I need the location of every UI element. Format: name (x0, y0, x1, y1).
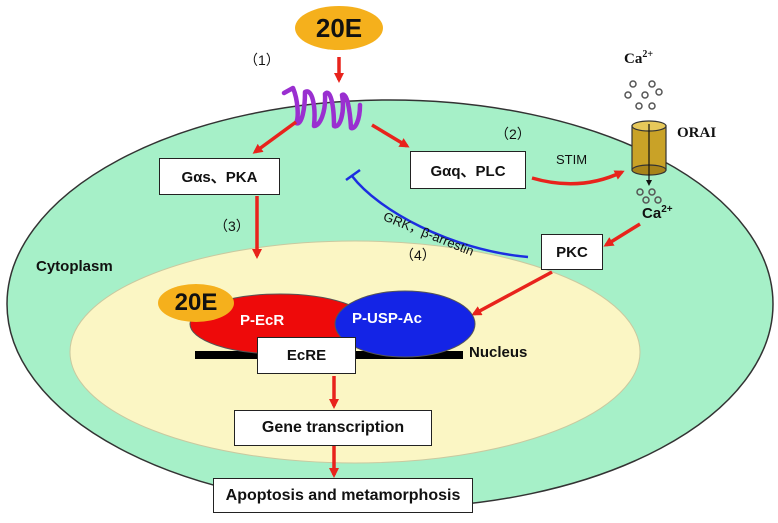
p-ecr-label: P-EcR (240, 312, 285, 329)
ca-ext-base: Ca (624, 51, 643, 67)
step-3-label: （3） (214, 218, 250, 234)
stim-label: STIM (556, 152, 588, 167)
arrow-ca-to-pkc (603, 222, 641, 247)
ca-int-charge: 2+ (661, 204, 673, 215)
orai-label: ORAI (677, 125, 717, 141)
cytoplasm-label: Cytoplasm (36, 258, 113, 275)
hormone-20e-top: 20E (295, 6, 383, 50)
intracellular-calcium-dots (636, 188, 662, 204)
p-usp-ac-label: P-USP-Ac (352, 310, 423, 327)
orai-channel (631, 120, 667, 186)
outcome-box: Apoptosis and metamorphosis (213, 478, 473, 513)
step-4-label: （4） (400, 247, 436, 263)
arrow-receptor-to-gaq (371, 123, 410, 148)
ecre-box: EcRE (257, 337, 356, 374)
arrow-gaq-to-orai (531, 170, 625, 186)
extracellular-calcium-dots (624, 80, 663, 110)
extracellular-calcium-label: Ca2+ (624, 49, 653, 68)
step-2-label: （2） (495, 126, 531, 142)
ca-ext-charge: 2+ (642, 49, 654, 60)
inhibition-line-pkc-to-receptor (351, 175, 529, 259)
inhibition-bar (345, 168, 361, 182)
intracellular-calcium-label: Ca2+ (642, 204, 673, 222)
p-usp-ac-protein (334, 290, 476, 358)
gpcr-receptor (281, 85, 363, 131)
nucleus-label: Nucleus (469, 344, 528, 361)
pkc-box: PKC (541, 234, 603, 270)
step-1-label: （1） (244, 52, 280, 68)
arrow-pkc-to-usp (471, 270, 553, 316)
gene-transcription-box: Gene transcription (234, 410, 432, 446)
g-alpha-s-pka-box: Gαs、PKA (159, 158, 280, 195)
hormone-20e-bound: 20E (158, 284, 234, 322)
ca-int-base: Ca (642, 205, 662, 222)
g-alpha-q-plc-box: Gαq、PLC (410, 151, 526, 189)
arrow-receptor-to-gas (252, 120, 298, 154)
